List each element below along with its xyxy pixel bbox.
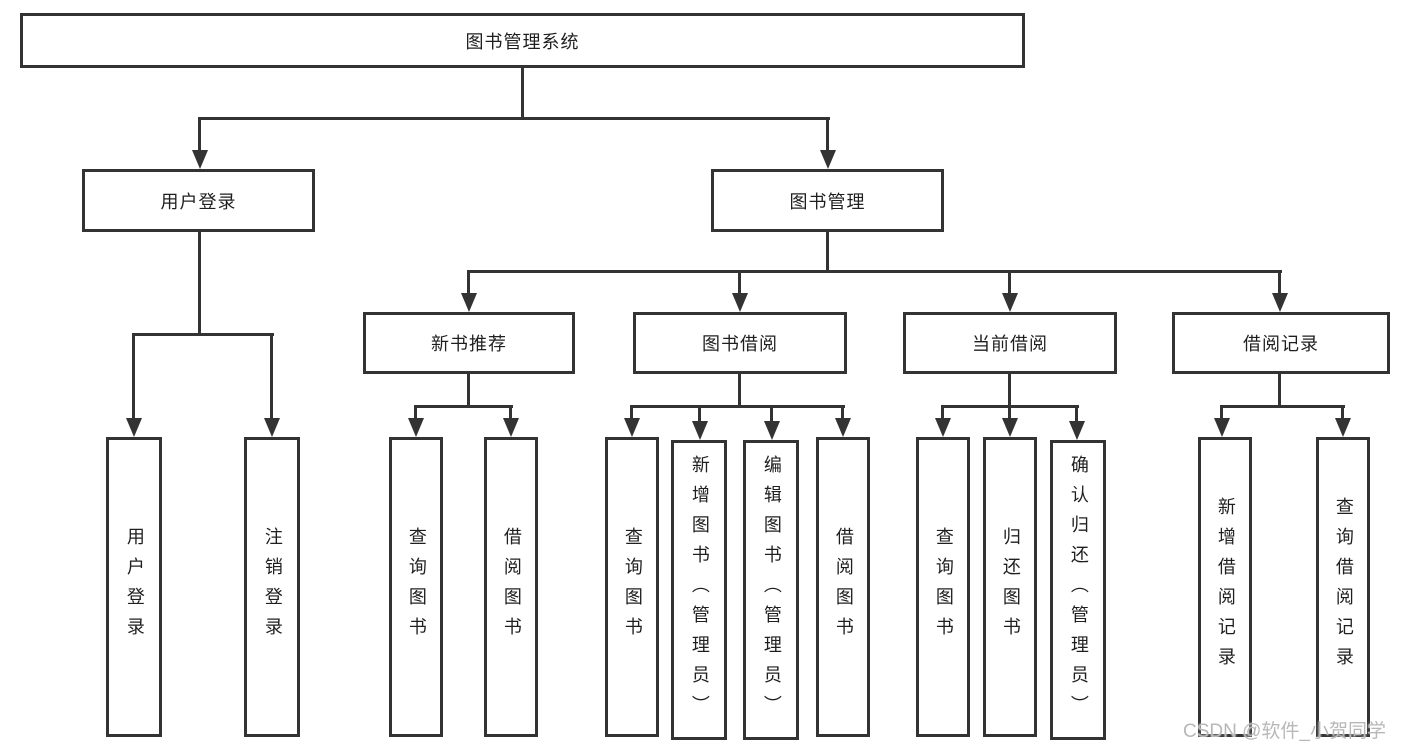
connector-arrow xyxy=(624,418,640,437)
leaf-current-confirm-return-admin: 确认归还（管理员） xyxy=(1050,440,1106,740)
leaf-borrow-add-book-admin-label: 新增图书（管理员） xyxy=(689,455,710,725)
connector-arrow xyxy=(692,421,708,440)
leaf-borrow-edit-book-admin-label: 编辑图书（管理员） xyxy=(761,455,782,725)
leaf-current-return-book-label: 归还图书 xyxy=(1000,527,1021,647)
connector-arrow xyxy=(192,150,208,169)
connector-line xyxy=(630,405,845,408)
connector-line xyxy=(198,117,830,120)
leaf-newbook-query-book: 查询图书 xyxy=(389,437,443,737)
connector-line xyxy=(1008,374,1011,407)
connector-line xyxy=(270,334,273,419)
connector-line xyxy=(521,68,524,118)
connector-line xyxy=(826,232,829,273)
connector-line xyxy=(509,406,512,419)
leaf-records-query-record: 查询借阅记录 xyxy=(1316,437,1370,737)
connector-arrow xyxy=(1214,418,1230,437)
connector-line xyxy=(1008,271,1011,294)
connector-line xyxy=(1220,406,1223,419)
connector-arrow xyxy=(1069,421,1085,440)
connector-arrow xyxy=(408,418,424,437)
connector-line xyxy=(198,118,201,152)
connector-line xyxy=(826,118,829,152)
node-book-management: 图书管理 xyxy=(711,169,944,232)
node-book-borrow-label: 图书借阅 xyxy=(702,334,778,354)
node-borrow-records-label: 借阅记录 xyxy=(1243,334,1319,354)
node-user-login-label: 用户登录 xyxy=(160,191,237,212)
connector-line xyxy=(132,334,135,419)
connector-line xyxy=(1075,406,1078,422)
connector-line xyxy=(630,406,633,419)
leaf-records-add-record-label: 新增借阅记录 xyxy=(1215,497,1236,677)
leaf-current-return-book: 归还图书 xyxy=(983,437,1037,737)
leaf-borrow-borrow-book: 借阅图书 xyxy=(816,437,870,737)
connector-line xyxy=(1220,405,1345,408)
connector-arrow xyxy=(503,418,519,437)
connector-arrow xyxy=(1002,418,1018,437)
connector-line xyxy=(1341,406,1344,419)
node-root-label: 图书管理系统 xyxy=(465,31,580,52)
connector-arrow xyxy=(835,418,851,437)
connector-line xyxy=(698,406,701,422)
connector-arrow xyxy=(461,293,477,312)
leaf-user-login: 用户登录 xyxy=(106,437,162,737)
leaf-borrow-add-book-admin: 新增图书（管理员） xyxy=(671,440,727,740)
leaf-records-query-record-label: 查询借阅记录 xyxy=(1333,497,1354,677)
connector-arrow xyxy=(1335,418,1351,437)
watermark: CSDN @软件_小贺同学 xyxy=(1183,721,1386,742)
node-book-management-label: 图书管理 xyxy=(789,191,866,212)
leaf-records-add-record: 新增借阅记录 xyxy=(1198,437,1252,737)
connector-line xyxy=(738,271,741,294)
connector-line xyxy=(770,406,773,422)
connector-line xyxy=(941,406,944,419)
connector-line xyxy=(1278,271,1281,294)
node-root: 图书管理系统 xyxy=(20,13,1025,68)
node-book-borrow: 图书借阅 xyxy=(633,312,847,374)
leaf-borrow-edit-book-admin: 编辑图书（管理员） xyxy=(743,440,799,740)
node-current-borrow-label: 当前借阅 xyxy=(972,334,1048,354)
leaf-user-login-label: 用户登录 xyxy=(124,527,145,647)
connector-line xyxy=(738,374,741,407)
leaf-borrow-borrow-book-label: 借阅图书 xyxy=(833,527,854,647)
connector-line xyxy=(414,406,417,419)
node-new-book-recommend-label: 新书推荐 xyxy=(431,334,507,354)
leaf-borrow-query-book-label: 查询图书 xyxy=(622,527,643,647)
leaf-newbook-borrow-book-label: 借阅图书 xyxy=(501,527,522,647)
connector-line xyxy=(841,406,844,419)
connector-line xyxy=(1278,374,1281,407)
connector-arrow xyxy=(820,150,836,169)
connector-line xyxy=(1008,406,1011,419)
leaf-logout-label: 注销登录 xyxy=(262,527,283,647)
connector-line xyxy=(467,270,1282,273)
connector-line xyxy=(198,232,201,334)
leaf-current-confirm-return-admin-label: 确认归还（管理员） xyxy=(1068,455,1089,725)
connector-arrow xyxy=(764,421,780,440)
node-current-borrow: 当前借阅 xyxy=(903,312,1117,374)
leaf-borrow-query-book: 查询图书 xyxy=(605,437,659,737)
node-new-book-recommend: 新书推荐 xyxy=(363,312,575,374)
leaf-current-query-book: 查询图书 xyxy=(916,437,970,737)
connector-arrow xyxy=(1272,293,1288,312)
connector-line xyxy=(132,333,274,336)
connector-line xyxy=(414,405,513,408)
leaf-newbook-query-book-label: 查询图书 xyxy=(406,527,427,647)
connector-arrow xyxy=(264,418,280,437)
connector-arrow xyxy=(935,418,951,437)
leaf-current-query-book-label: 查询图书 xyxy=(933,527,954,647)
connector-arrow xyxy=(1002,293,1018,312)
connector-arrow xyxy=(126,418,142,437)
connector-line xyxy=(467,271,470,294)
connector-line xyxy=(467,374,470,407)
leaf-logout: 注销登录 xyxy=(244,437,300,737)
node-user-login: 用户登录 xyxy=(82,169,315,232)
connector-arrow xyxy=(732,293,748,312)
node-borrow-records: 借阅记录 xyxy=(1172,312,1390,374)
leaf-newbook-borrow-book: 借阅图书 xyxy=(484,437,538,737)
